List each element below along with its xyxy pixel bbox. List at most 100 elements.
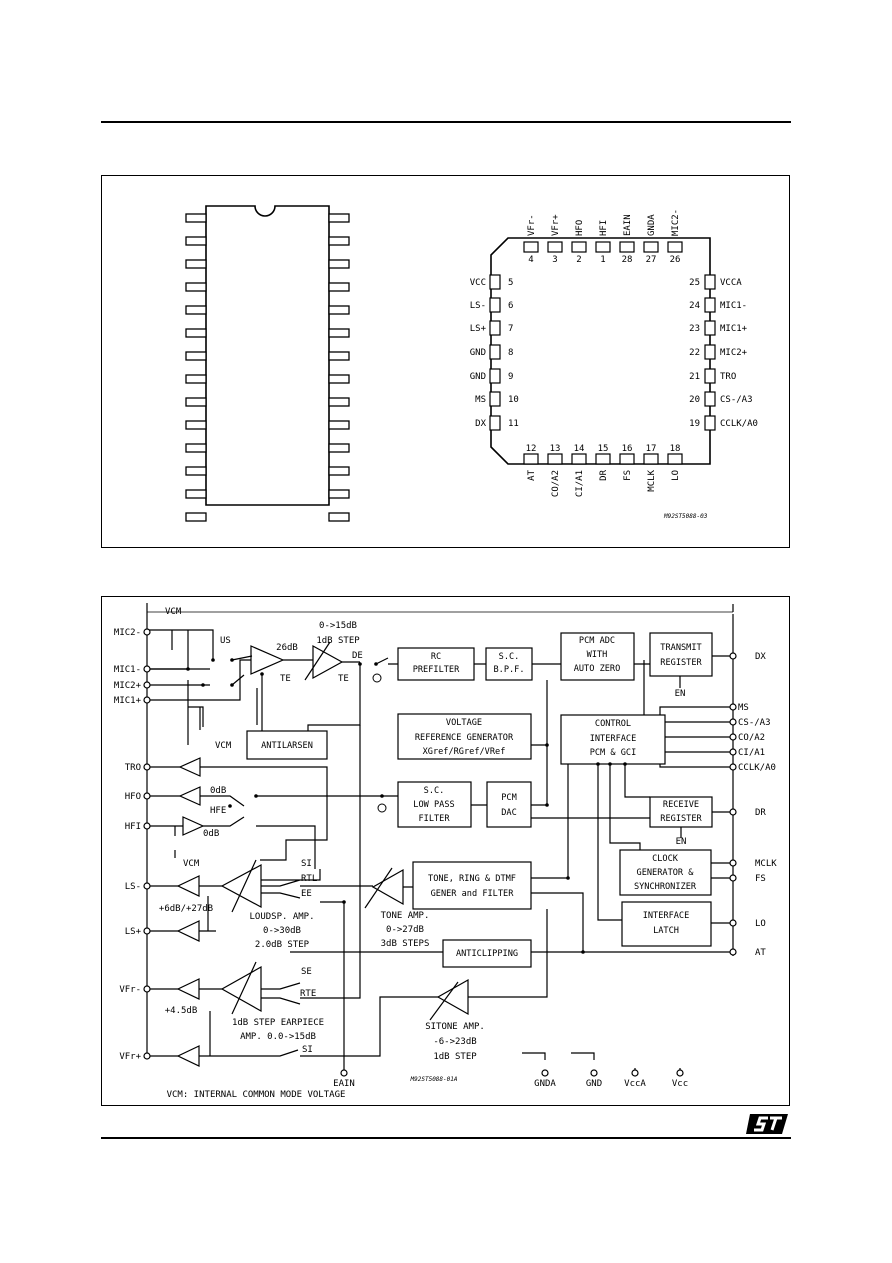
plcc-pin-right-num: 25 <box>689 278 700 288</box>
plcc-pin-bottom-name: FS <box>623 470 633 481</box>
left-pin-label: MIC2+ <box>114 681 142 691</box>
block-label-vref2: REFERENCE GENERATOR <box>415 733 514 743</box>
plcc-pin-left-name: LS+ <box>470 324 487 334</box>
label-ea1: 1dB STEP EARPIECE <box>232 1018 324 1028</box>
junction-dot <box>596 762 600 766</box>
pin-terminal-right <box>729 652 737 660</box>
label-sit1: SITONE AMP. <box>425 1022 485 1032</box>
plcc-pin-bottom-name: DR <box>599 469 609 480</box>
pin-terminal-right <box>729 733 737 741</box>
bottom-pin-label: GNDA <box>534 1079 556 1089</box>
bottom-pin-label: GND <box>586 1079 602 1089</box>
plcc-pin-right <box>704 297 716 313</box>
dip-lead-left <box>185 512 207 522</box>
plcc-pin-right-name: MIC1+ <box>720 324 748 334</box>
plcc-pin-right <box>704 274 716 290</box>
plcc-pin-left-name: VCC <box>470 278 486 288</box>
block-label-clk2: GENERATOR & <box>637 868 695 878</box>
label-se: SE <box>301 967 312 977</box>
dip-lead-left <box>185 397 207 407</box>
header-rule <box>101 121 791 123</box>
bottom-pin-label: VccA <box>624 1079 646 1089</box>
junction-dot <box>374 662 378 666</box>
pin-terminal-left <box>143 665 151 673</box>
plcc-pin-left <box>489 415 501 431</box>
plcc-pin-top <box>667 241 683 253</box>
pin-terminal-left <box>143 822 151 830</box>
plcc-pin-right <box>704 415 716 431</box>
junction-dot <box>358 662 362 666</box>
dip-lead-left <box>185 305 207 315</box>
bottom-pin-label: Vcc <box>672 1079 688 1089</box>
right-pin-label: CO/A2 <box>738 733 765 743</box>
pin-terminal-bottom <box>590 1069 598 1077</box>
pin-terminal-right <box>729 808 737 816</box>
plcc-pin-right <box>704 344 716 360</box>
pin-terminal-left <box>143 1052 151 1060</box>
block-label-adc3: AUTO ZERO <box>574 664 621 674</box>
plcc-pin-left <box>489 344 501 360</box>
dip-lead-left <box>185 259 207 269</box>
block-label-tx1: TRANSMIT <box>660 643 701 653</box>
footer-rule <box>101 1137 791 1139</box>
plcc-pin-top-num: 27 <box>646 255 657 265</box>
left-pin-label: HFO <box>125 792 141 802</box>
plcc-pin-bottom <box>523 453 539 465</box>
plcc-pin-right <box>704 391 716 407</box>
plcc-pin-right-name: MIC2+ <box>720 348 748 358</box>
plcc-pin-bottom-name: AT <box>527 469 537 480</box>
plcc-pin-top-num: 26 <box>670 255 681 265</box>
plcc-pin-top <box>523 241 539 253</box>
label-tamp3: 3dB STEPS <box>381 939 430 949</box>
dip-lead-left <box>185 374 207 384</box>
block-label-lpf1: S.C. <box>424 786 445 796</box>
label-db6p27: +6dB/+27dB <box>159 904 213 914</box>
dip-lead-left <box>185 282 207 292</box>
dip-lead-right <box>328 466 350 476</box>
label-ls2: 0->30dB <box>263 926 301 936</box>
plcc-pin-bottom-num: 12 <box>526 444 537 454</box>
pin-terminal-left <box>143 985 151 993</box>
pin-terminal-bottom <box>631 1069 639 1077</box>
pin-terminal-right <box>729 748 737 756</box>
label-ea2: AMP. 0.0->15dB <box>240 1032 316 1042</box>
dip-lead-left <box>185 213 207 223</box>
right-pin-label: CCLK/A0 <box>738 763 776 773</box>
label-vcm: VCM <box>165 607 182 617</box>
left-pin-label: LS- <box>125 882 141 892</box>
label-rte: RTE <box>300 989 316 999</box>
plcc-pin-left-name: LS- <box>470 301 486 311</box>
block-label-tone1: TONE, RING & DTMF <box>428 874 516 884</box>
plcc-pin-left <box>489 274 501 290</box>
plcc-pin-bottom <box>619 453 635 465</box>
pin-terminal-left <box>143 792 151 800</box>
plcc-pin-right-num: 24 <box>689 301 700 311</box>
block-label-sc1: S.C. <box>499 652 520 662</box>
plcc-pin-bottom-num: 18 <box>670 444 681 454</box>
label-hfe: HFE <box>210 806 226 816</box>
left-pin-label: TRO <box>125 763 141 773</box>
plcc-pin-left-num: 10 <box>508 395 519 405</box>
plcc-pin-bottom-num: 15 <box>598 444 609 454</box>
pin-terminal-left <box>143 696 151 704</box>
dip-lead-right <box>328 282 350 292</box>
block-label-lpf2: LOW PASS <box>413 800 454 810</box>
junction-dot <box>230 658 234 662</box>
plcc-pin-top <box>595 241 611 253</box>
plcc-pin-bottom <box>571 453 587 465</box>
left-pin-label: MIC1+ <box>114 696 142 706</box>
plcc-pin-left <box>489 391 501 407</box>
plcc-pin-bottom <box>643 453 659 465</box>
plcc-pin-right-num: 20 <box>689 395 700 405</box>
plcc-pin-left-name: GND <box>470 348 486 358</box>
st-logo <box>746 1114 788 1134</box>
label-db45: +4.5dB <box>165 1006 198 1016</box>
label-en: EN <box>676 837 687 847</box>
plcc-pin-left-num: 5 <box>508 278 513 288</box>
plcc-pin-bottom-name: CI/A1 <box>575 470 585 497</box>
left-pin-label: VFr- <box>119 985 141 995</box>
block-label-adc2: WITH <box>587 650 608 660</box>
bottom-pin-label: EAIN <box>333 1079 355 1089</box>
